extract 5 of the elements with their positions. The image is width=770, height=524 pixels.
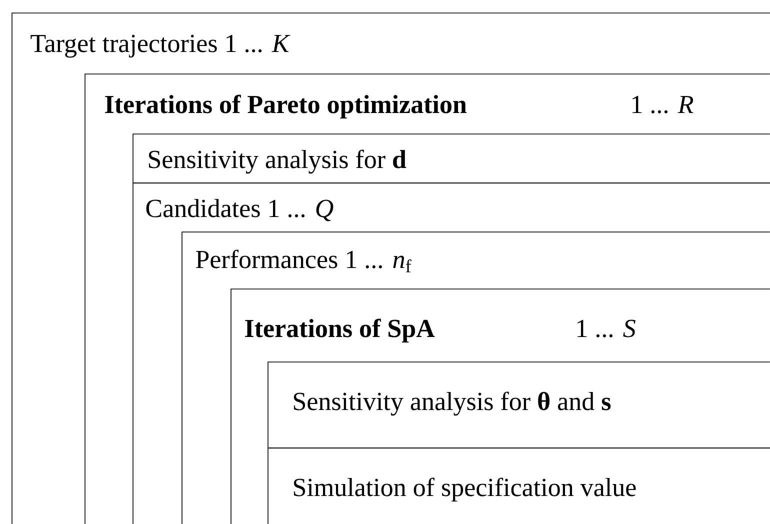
range-label: 1 ... S (578, 320, 636, 338)
nested-box: Simulation of specification value (268, 448, 770, 524)
nested-box: Sensitivity analysis for θ and s (268, 362, 770, 448)
nested-box: Sensitivity analysis for d (132, 134, 770, 184)
range-label: 1 ... R (632, 96, 694, 114)
